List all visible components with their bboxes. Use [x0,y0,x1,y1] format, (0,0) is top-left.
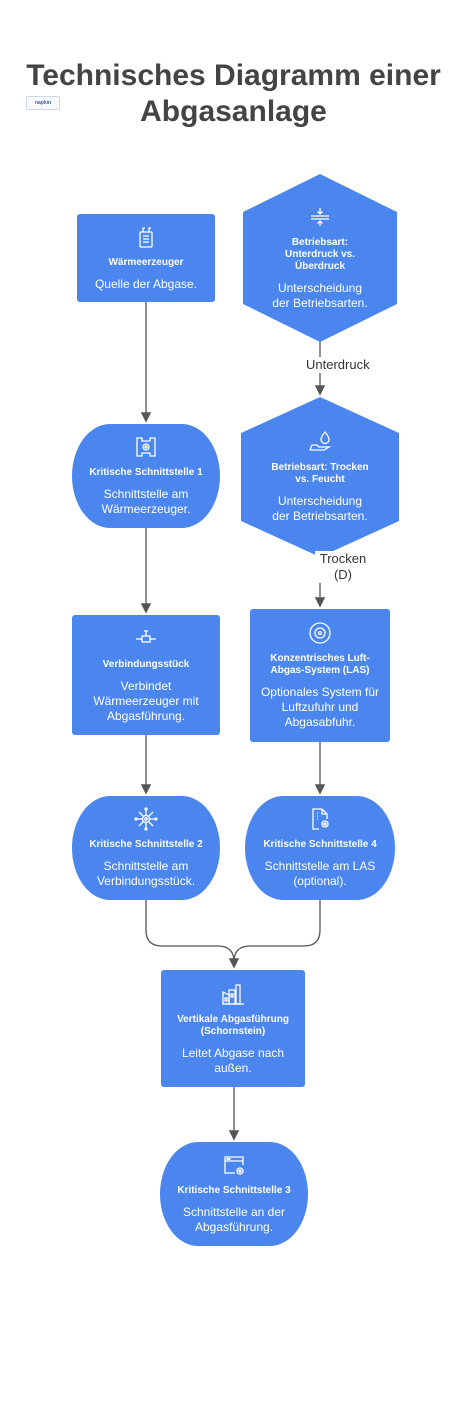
node-schnittstelle-4[interactable]: Kritische Schnittstelle 4 Schnittstelle … [245,796,395,900]
node-title: Kritische Schnittstelle 4 [263,839,377,850]
concentric-circle-icon [309,622,331,644]
document-gear-icon [312,808,329,830]
node-title: Vertikale Abgasführung (Schornstein) [177,1013,289,1037]
edge-label-trocken: Trocken (D) [315,551,371,583]
boiler-icon [139,226,153,248]
node-title: Wärmeerzeuger [108,256,184,268]
node-title: Kritische Schnittstelle 3 [177,1185,291,1196]
node-description: Optionales System für Luftzufuhr und Abg… [260,685,380,729]
title-line-2: Abgasanlage [140,95,327,128]
edge-schnittstelle4-vertikale [233,900,321,963]
node-description: Unterscheidung der Betriebsarten. [272,494,368,523]
node-title: Kritische Schnittstelle 2 [89,839,203,850]
node-title: Betriebsart: Unterdruck vs. Überdruck [284,237,356,272]
edge-label-unterdruck: Unterdruck [306,357,386,373]
node-description: Schnittstelle an der Abgasführung. [182,1205,286,1234]
node-description: Schnittstelle am LAS (optional). [264,859,376,888]
node-description: Schnittstelle am Wärmeerzeuger. [101,487,191,516]
compress-icon [311,208,329,226]
edge-schnittstelle2-vertikale [145,900,240,969]
hand-water-drop-icon [309,430,332,451]
node-description: Unterscheidung der Betriebsarten. [272,281,368,310]
factory-chimney-icon [222,983,244,1005]
node-las[interactable]: Konzentrisches Luft-Abgas-System (LAS) O… [250,609,390,742]
node-betriebsart-feucht[interactable]: Betriebsart: Trocken vs. Feucht Untersch… [241,397,399,557]
node-description: Quelle der Abgase. [94,276,198,291]
network-gear-icon [134,807,158,831]
node-schnittstelle-2[interactable]: Kritische Schnittstelle 2 Schnittstelle … [72,796,220,900]
logo: napkin [26,96,60,110]
node-title: Verbindungsstück [102,658,190,670]
node-schnittstelle-1[interactable]: Kritische Schnittstelle 1 Schnittstelle … [72,424,220,528]
node-vertikale-abgasfuehrung[interactable]: Vertikale Abgasführung (Schornstein) Lei… [161,970,305,1087]
node-betriebsart-druck[interactable]: Betriebsart: Unterdruck vs. Überdruck Un… [243,174,397,342]
interface-icon [136,437,156,457]
node-description: Verbindet Wärmeerzeuger mit Abgasführung… [93,678,199,723]
title-line-1: Technisches Diagramm einer [26,59,441,92]
node-verbindungsstueck[interactable]: Verbindungsstück Verbindet Wärmeerzeuger… [72,615,220,735]
node-waermeerzeuger[interactable]: Wärmeerzeuger Quelle der Abgase. [77,214,215,302]
browser-gear-icon [224,1156,244,1175]
node-schnittstelle-3[interactable]: Kritische Schnittstelle 3 Schnittstelle … [160,1142,308,1246]
node-title: Betriebsart: Trocken vs. Feucht [271,462,369,485]
diagram-title: Technisches Diagramm einer Abgasanlage [0,58,467,130]
node-title: Kritische Schnittstelle 1 [89,467,203,478]
node-description: Schnittstelle am Verbindungsstück. [96,859,196,888]
node-description: Leitet Abgase nach außen. [181,1045,285,1075]
node-title: Konzentrisches Luft-Abgas-System (LAS) [270,653,370,676]
pipe-connector-icon [136,629,156,643]
